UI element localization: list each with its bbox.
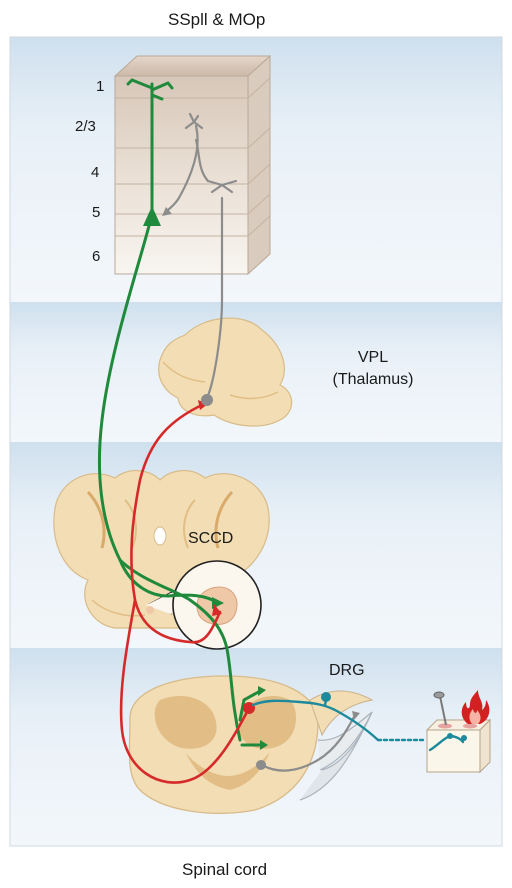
red-terminal-sccd [212,604,222,616]
teal-receptor-1 [447,733,453,739]
pathway-spinothalamic [119,402,250,784]
drg-label: DRG [329,662,365,679]
sccd-label: SCCD [188,530,234,547]
diagram-title: SSpll & MOp [168,10,266,29]
thalamus-label: (Thalamus) [332,371,414,388]
layer-1-label: 1 [96,78,105,95]
spinal-cord-label: Spinal cord [182,860,268,879]
green-terminal-spinal-2 [260,740,268,750]
red-terminal-thalamus [198,400,208,410]
pathway-thalamocortical [166,112,357,772]
grey-cortical-terminal [162,207,172,216]
grey-thalamic-soma [201,394,213,406]
pyramidal-neuron-soma [143,206,161,226]
grey-spinal-soma [256,760,266,770]
teal-drg-soma [321,692,331,702]
teal-receptor-2 [461,735,467,741]
flame-icon [461,690,490,724]
pin-icon [433,691,447,726]
layer-5-label: 5 [92,204,101,221]
layer-6-label: 6 [92,248,101,265]
cortex-block [113,54,272,276]
layer-4-label: 4 [91,164,100,181]
layer-2-3-label: 2/3 [75,118,96,135]
green-terminal-spinal-1 [258,686,266,696]
skin-block [425,690,492,774]
grey-spinal-terminal [352,711,360,720]
thalamus-shape [158,317,293,427]
vpl-label: VPL [357,349,389,366]
